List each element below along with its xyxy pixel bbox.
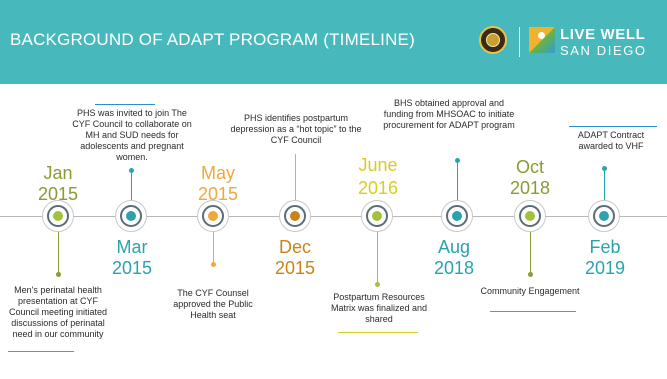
milestone-7-connector <box>530 232 531 273</box>
milestone-2-node <box>115 200 147 232</box>
logo-divider <box>519 27 520 57</box>
timeline-axis <box>0 216 667 217</box>
logo-text-line1: LIVE WELL <box>560 26 646 43</box>
milestone-5-month: June <box>358 155 398 175</box>
milestone-1-underline <box>8 351 74 352</box>
milestone-5-connector <box>377 232 378 283</box>
milestone-2-year: 2015 <box>111 258 153 278</box>
milestone-7-pin <box>528 272 533 277</box>
milestone-8-connector <box>604 170 605 201</box>
milestone-2-underline <box>95 104 155 105</box>
milestone-5-node <box>361 200 393 232</box>
milestone-8-month: Feb <box>589 237 621 257</box>
logo-text-line2: SAN DIEGO <box>560 43 647 58</box>
milestone-2-text: PHS was invited to join The CYF Council … <box>72 108 192 162</box>
milestone-8-node <box>588 200 620 232</box>
milestone-8-pin <box>602 166 607 171</box>
milestone-2-month: Mar <box>116 237 148 257</box>
slide-title: BACKGROUND OF ADAPT PROGRAM (TIMELINE) <box>10 30 415 49</box>
milestone-7-text: Community Engagement <box>480 286 580 296</box>
live-well-logo-icon <box>529 27 555 53</box>
milestone-7-year: 2018 <box>509 178 551 198</box>
milestone-6-node <box>441 200 473 232</box>
milestone-6-connector <box>457 162 458 201</box>
milestone-1-connector <box>58 232 59 273</box>
milestone-3-text: The CYF Counsel approved the Public Heal… <box>173 288 253 320</box>
milestone-8-text: ADAPT Contract awarded to VHF <box>577 130 645 151</box>
milestone-7-underline <box>490 311 576 312</box>
county-seal-icon <box>479 26 507 54</box>
title-bar: BACKGROUND OF ADAPT PROGRAM (TIMELINE) L… <box>0 0 667 84</box>
milestone-6-pin <box>455 158 460 163</box>
milestone-7-node <box>514 200 546 232</box>
milestone-5-text: Postpartum Resources Matrix was finalize… <box>330 292 428 324</box>
milestone-8-year: 2019 <box>584 258 626 278</box>
milestone-1-pin <box>56 272 61 277</box>
milestone-6-month: Aug <box>437 237 471 257</box>
milestone-1-year: 2015 <box>37 184 79 204</box>
milestone-4-month: Dec <box>278 237 311 257</box>
milestone-8-underline <box>569 126 657 127</box>
milestone-2-connector <box>131 172 132 201</box>
milestone-3-node <box>197 200 229 232</box>
milestone-6-text: BHS obtained approval and funding from M… <box>383 98 515 130</box>
milestone-7-month: Oct <box>515 157 544 177</box>
milestone-3-pin <box>211 262 216 267</box>
milestone-4-node <box>279 200 311 232</box>
milestone-1-node <box>42 200 74 232</box>
milestone-5-pin <box>375 282 380 287</box>
milestone-4-text: PHS identifies postpartum depression as … <box>230 113 362 145</box>
milestone-1-text: Men's perinatal health presentation at C… <box>8 285 108 339</box>
milestone-5-year: 2016 <box>357 178 399 198</box>
milestone-3-connector <box>213 232 214 263</box>
milestone-2-pin <box>129 168 134 173</box>
milestone-4-year: 2015 <box>274 258 316 278</box>
milestone-3-year: 2015 <box>197 184 239 204</box>
milestone-3-month: May <box>200 163 235 183</box>
milestone-1-month: Jan <box>43 163 73 183</box>
milestone-4-connector <box>295 154 296 201</box>
milestone-6-year: 2018 <box>433 258 475 278</box>
milestone-5-underline <box>338 332 418 333</box>
